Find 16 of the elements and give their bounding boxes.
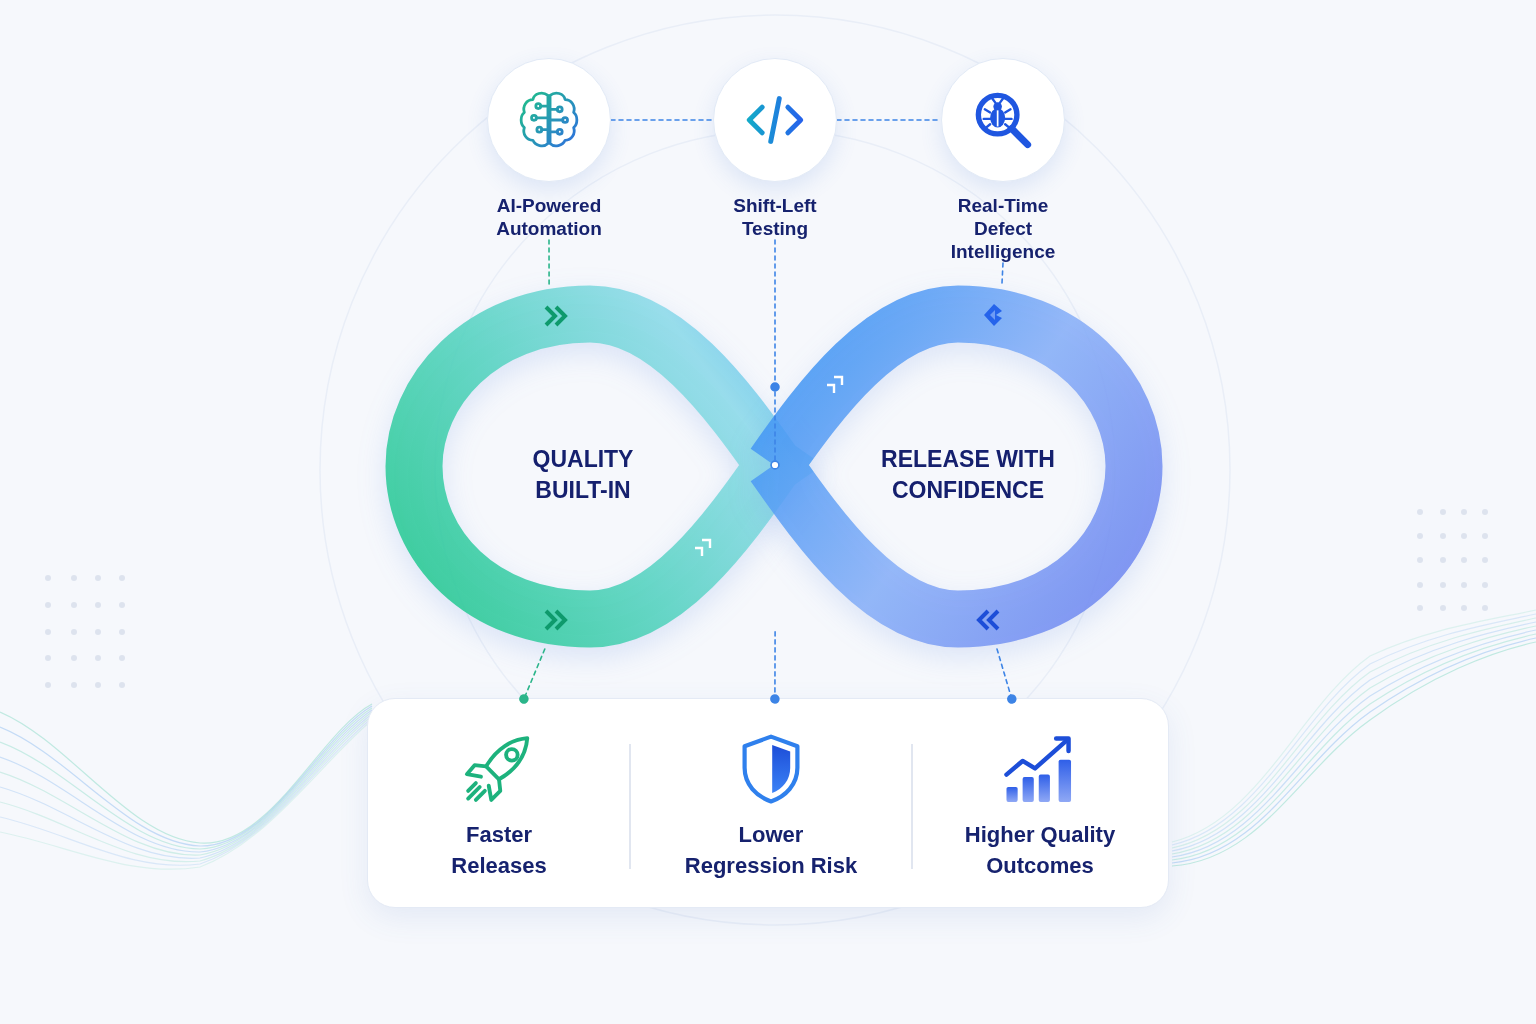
leader-line xyxy=(770,631,780,704)
leader-line xyxy=(770,239,780,470)
step-label: Real-Time Defect Intelligence xyxy=(949,194,1057,263)
card-panel xyxy=(367,698,1169,908)
leader-line xyxy=(1001,262,1004,286)
leader-line xyxy=(519,648,546,704)
step-label: Shift-Left Testing xyxy=(732,194,818,240)
benefit-label: Lower Regression Risk xyxy=(683,821,859,880)
loop-label: QUALITY BUILT-IN xyxy=(531,445,635,505)
leader-line xyxy=(548,239,550,286)
benefit-label: Higher Quality Outcomes xyxy=(963,821,1117,880)
benefit-label: Faster Releases xyxy=(450,821,548,880)
loop-label: RELEASE WITH CONFIDENCE xyxy=(880,445,1056,505)
leader-line xyxy=(996,648,1017,704)
step-label: AI-Powered Automation xyxy=(495,194,603,240)
dashed-connector xyxy=(610,119,714,121)
